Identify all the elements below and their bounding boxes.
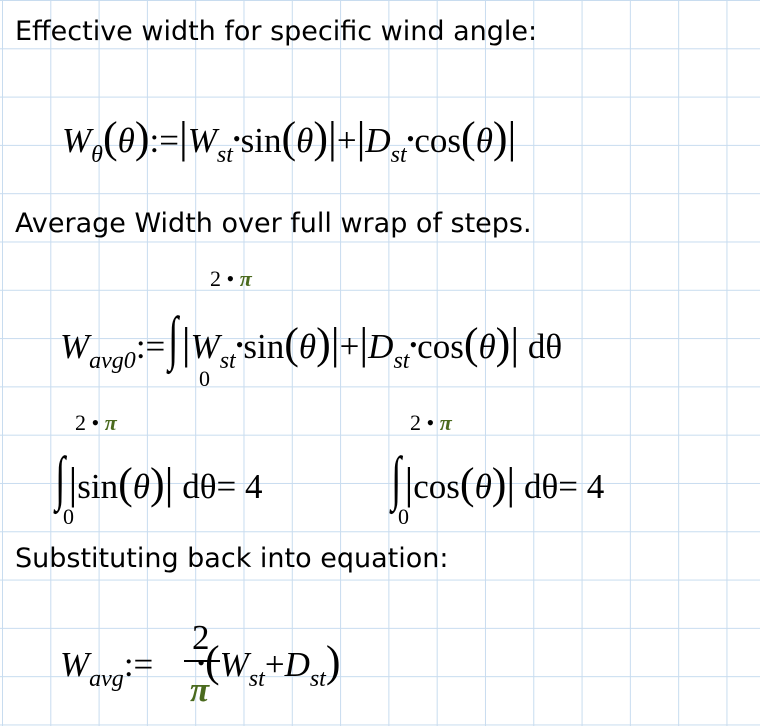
var-d-st: D [365,121,391,160]
fraction-bar [184,660,220,662]
var-w-st: W [187,121,217,160]
cos-integral-lower: 0 [398,504,409,529]
fn-cos: cos [414,121,462,160]
equation-effective-width[interactable]: Wθ(θ):=|Wst•sin(θ)|+|Dst•cos(θ)| [62,113,517,168]
heading-effective-width: Effective width for specific wind angle: [15,16,538,47]
sin-integral-upper: 2 • π [75,410,117,435]
assign-op: := [135,327,166,366]
d-theta: dθ [527,327,563,366]
heading-average-width: Average Width over full wrap of steps. [15,208,532,239]
integral-sign: ∫ [168,305,179,371]
integral-lower-limit: 0 [199,366,210,391]
plus-op: + [336,121,357,160]
fraction-numerator: 2 [192,618,210,657]
var-w: W [62,121,92,160]
var-w: W [60,327,90,366]
equation-average-width[interactable]: Wavg0:=∫|Wst•sin(θ)|+|Dst•cos(θ)| dθ [60,305,563,374]
equation-sin-integral[interactable]: ∫|sin(θ)| dθ= 4 [55,445,263,511]
cos-integral-upper: 2 • π [410,410,452,435]
cos-integral-result: = 4 [558,467,605,506]
subscript: st [216,142,233,168]
integral-upper-limit: 2 • π [210,266,252,291]
assign-op: := [149,121,179,160]
heading-substituting: Substituting back into equation: [15,543,449,574]
subscript: avg0 [89,348,136,374]
subscript: θ [91,142,103,168]
subscript: st [390,142,407,168]
var-theta: θ [117,121,135,160]
fraction-denominator: π [190,670,210,709]
equation-cos-integral[interactable]: ∫|cos(θ)| dθ= 4 [391,445,605,511]
sin-integral-lower: 0 [63,504,74,529]
sin-integral-result: = 4 [216,467,263,506]
fn-sin: sin [240,121,282,160]
